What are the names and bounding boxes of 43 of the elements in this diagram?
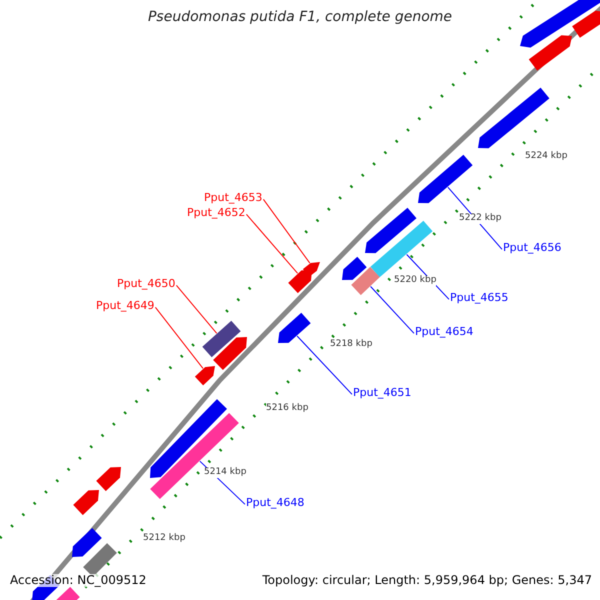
gene-label: Pput_4655 [450,292,508,304]
gene-label: Pput_4652 [187,207,246,220]
gene-label: Pput_4648 [246,497,304,510]
scale-label: 5222 kbp [459,214,502,224]
gene-feature [365,208,416,254]
gene-feature [96,467,121,492]
gene-feature [213,337,247,370]
gene-feature [73,490,99,516]
gene-label: Pput_4650 [117,278,176,290]
gene-label: Pput_4656 [503,242,562,254]
gene-feature [150,399,227,478]
gene-label: Pput_4651 [353,387,412,400]
leader-line [296,336,352,395]
scale-label: 5218 kbp [330,340,372,350]
genome-info-text: Topology: circular; Length: 5,959,964 bp; Genes: 5,347 [262,574,592,588]
scale-label: 5212 kbp [143,534,186,544]
scale-label: 5220 kbp [394,276,436,286]
scale-label: 5216 kbp [266,404,308,414]
title: Pseudomonas putida F1, complete genome [146,10,454,26]
gene-feature [342,256,367,280]
leader-line [246,214,298,274]
gene-feature [288,270,312,294]
gene-feature [520,0,600,48]
gene-feature [194,366,215,386]
gene-block [351,266,380,296]
gene-block [83,543,117,577]
gene-feature [418,154,473,204]
gene-feature [478,88,550,148]
gene-label: Pput_4653 [204,192,262,204]
gene-label: Pput_4649 [96,300,154,312]
gene-block [202,320,241,358]
accession-text: Accession: NC_009512 [10,574,146,588]
leader-line [370,286,414,334]
gene-feature [572,10,600,38]
gene-feature [278,312,311,343]
scale-label: 5224 kbp [525,152,568,162]
leader-line [154,306,204,369]
scale-label: 5214 kbp [204,468,246,478]
gene-feature [528,35,572,71]
leader-line [176,284,218,334]
leader-line [262,198,310,264]
gene-feature [72,528,102,557]
gene-label: Pput_4654 [415,326,474,338]
